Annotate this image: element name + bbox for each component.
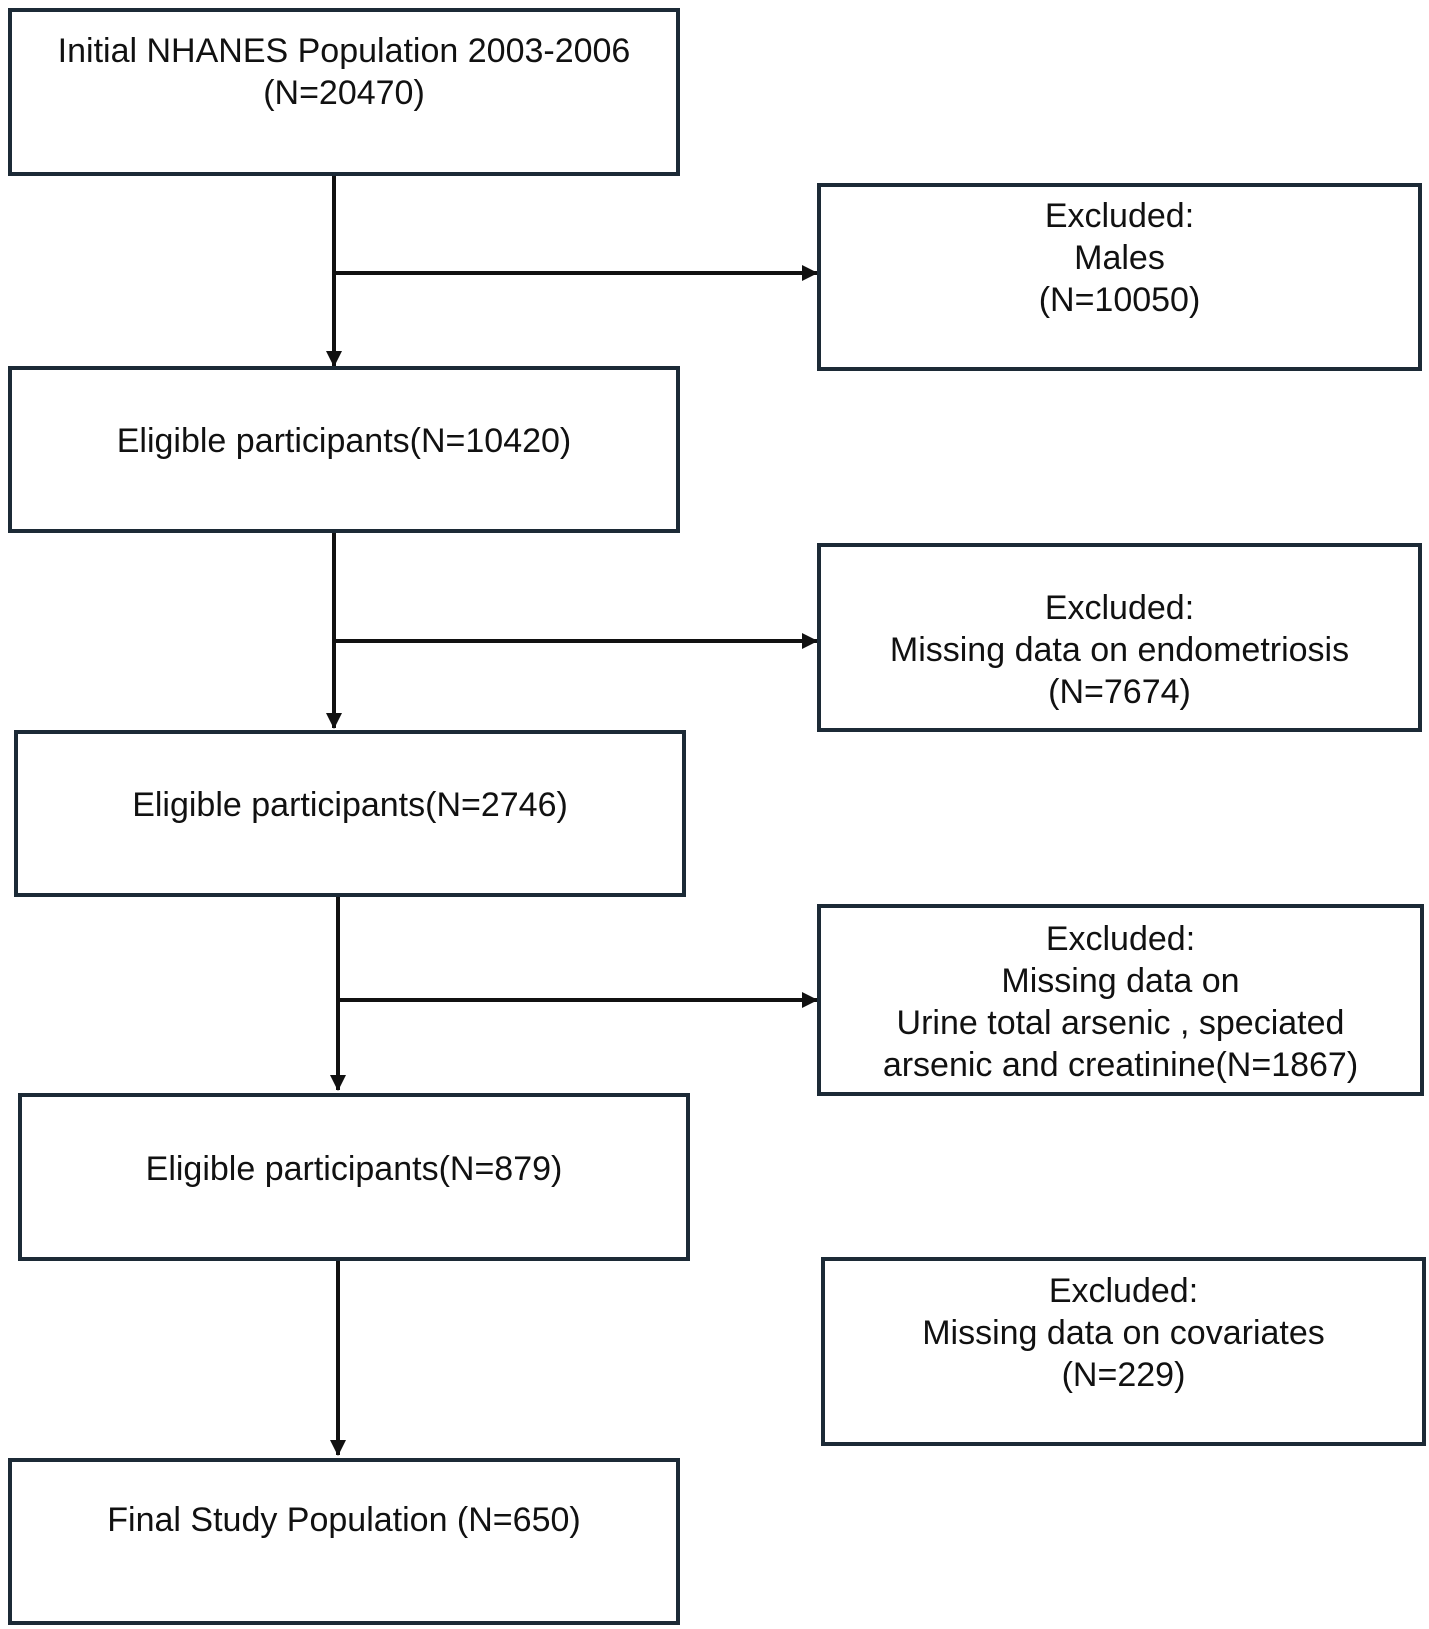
main-box-final-population: Final Study Population (N=650) bbox=[8, 1458, 680, 1625]
main-box-eligible-2: Eligible participants(N=2746) bbox=[14, 730, 686, 897]
exclusion-box-1-line-2: Males bbox=[1074, 239, 1165, 277]
exclusion-box-2-line-2: Missing data on endometriosis bbox=[889, 631, 1350, 669]
exclusion-box-3-line-2: Missing data on bbox=[1001, 962, 1240, 1000]
exclusion-box-covariates: Excluded: Missing data on covariates (N=… bbox=[821, 1257, 1426, 1446]
exclusion-box-2-line-3: (N=7674) bbox=[1048, 673, 1191, 711]
exclusion-box-1-line-3: (N=10050) bbox=[1038, 281, 1201, 319]
main-box-1-line-1: Initial NHANES Population 2003-2006 bbox=[57, 32, 631, 70]
exclusion-box-4-line-2: Missing data on covariates bbox=[922, 1314, 1325, 1352]
exclusion-box-4-line-3: (N=229) bbox=[1061, 1356, 1186, 1394]
exclusion-box-3-line-4: arsenic and creatinine(N=1867) bbox=[882, 1046, 1359, 1084]
exclusion-box-1-line-1: Excluded: bbox=[1044, 197, 1195, 235]
exclusion-box-arsenic: Excluded: Missing data on Urine total ar… bbox=[817, 904, 1424, 1096]
exclusion-box-males: Excluded: Males (N=10050) bbox=[817, 183, 1422, 371]
exclusion-box-3-line-1: Excluded: bbox=[1045, 920, 1196, 958]
main-box-4-line-1: Eligible participants(N=879) bbox=[145, 1150, 563, 1188]
main-box-5-line-1: Final Study Population (N=650) bbox=[107, 1501, 581, 1539]
exclusion-box-endometriosis: Excluded: Missing data on endometriosis … bbox=[817, 543, 1422, 732]
main-box-1-line-2: (N=20470) bbox=[263, 74, 425, 112]
main-box-eligible-3: Eligible participants(N=879) bbox=[18, 1093, 690, 1261]
main-box-initial-population: Initial NHANES Population 2003-2006 (N=2… bbox=[8, 8, 680, 176]
main-box-eligible-1: Eligible participants(N=10420) bbox=[8, 366, 680, 533]
main-box-2-line-1: Eligible participants(N=10420) bbox=[116, 422, 572, 460]
exclusion-box-4-line-1: Excluded: bbox=[1048, 1272, 1199, 1310]
exclusion-box-3-line-3: Urine total arsenic , speciated bbox=[896, 1004, 1345, 1042]
main-box-3-line-1: Eligible participants(N=2746) bbox=[132, 786, 568, 824]
exclusion-box-2-line-1: Excluded: bbox=[1044, 589, 1195, 627]
